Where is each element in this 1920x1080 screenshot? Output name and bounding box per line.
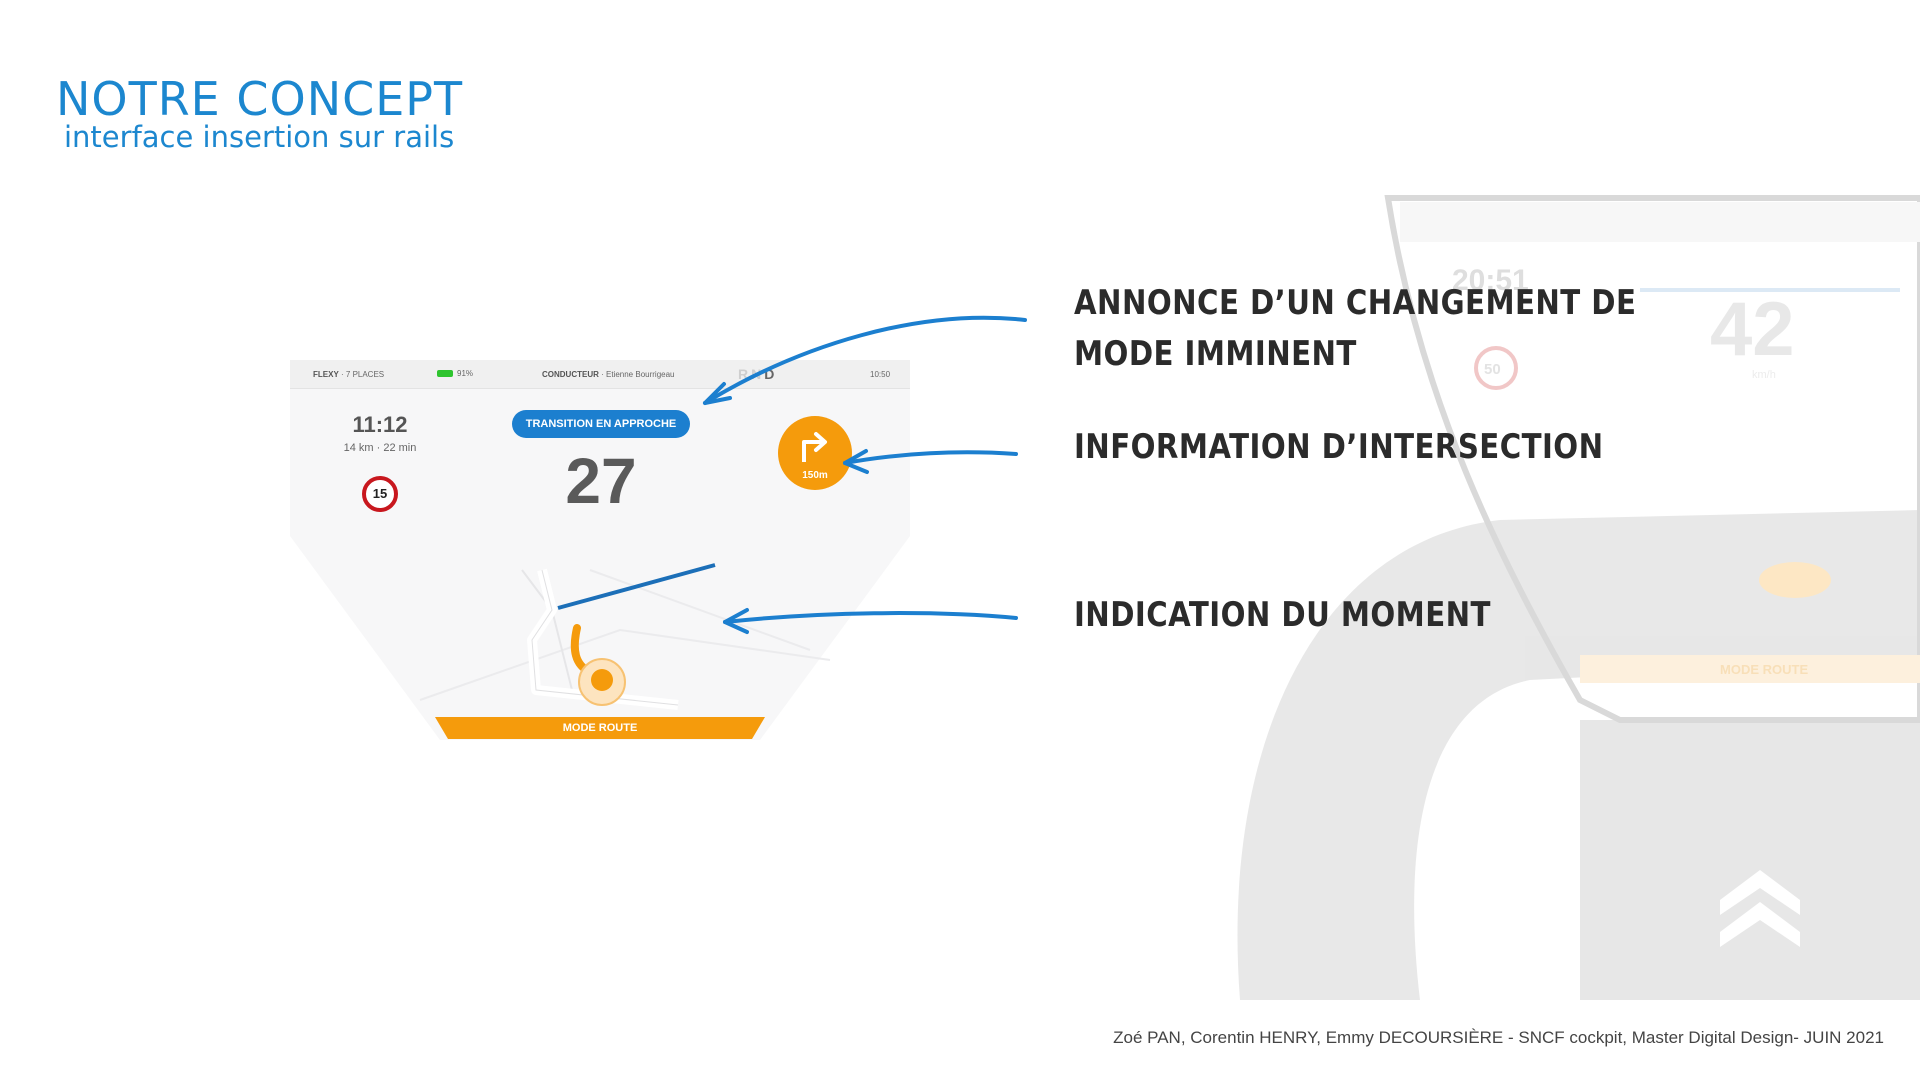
gear-r: R (738, 366, 752, 382)
battery-icon (437, 370, 453, 378)
slide-footer-credits: Zoé PAN, Corentin HENRY, Emmy DECOURSIÈR… (1113, 1028, 1884, 1047)
vehicle-detail: · 7 PLACES (338, 370, 385, 379)
background-speed-limit-value: 50 (1484, 361, 1501, 378)
background-mode-label: MODE ROUTE (1720, 662, 1808, 677)
arrow-mode-change (703, 315, 1027, 405)
gear-d-active: D (764, 366, 778, 382)
dashboard-screen-shape (290, 360, 910, 740)
arrow-moment (723, 611, 1018, 624)
annotation-moment: INDICATION DU MOMENT (1074, 595, 1491, 635)
arrow-intersection (843, 450, 1018, 465)
background-speed-limit-sign (1474, 346, 1518, 390)
background-time: 20:51 (1452, 264, 1529, 297)
route-distance-duration: 14 km · 22 min (343, 442, 417, 454)
dashboard-status-bar: FLEXY · 7 PLACES 91% CONDUCTEUR · Etienn… (290, 360, 910, 389)
driver-name: · Etienne Bourrigeau (598, 370, 675, 379)
driver-label: CONDUCTEUR (542, 370, 599, 379)
mode-route-label: MODE ROUTE (562, 722, 638, 734)
speed-limit-sign: 15 (362, 476, 398, 512)
annotation-mode-change-line2: MODE IMMINENT (1074, 334, 1357, 374)
dashboard-mockup: FLEXY · 7 PLACES 91% CONDUCTEUR · Etienn… (290, 360, 910, 740)
background-mode-bar (1580, 655, 1920, 683)
transition-approach-badge: TRANSITION EN APPROCHE (512, 410, 690, 438)
turn-distance: 150m (802, 470, 828, 481)
vehicle-info: FLEXY · 7 PLACES (313, 370, 384, 379)
slide-title: NOTRE CONCEPT (56, 72, 464, 126)
turn-right-arrow-icon (802, 432, 827, 462)
slide-subtitle: interface insertion sur rails (64, 120, 455, 154)
driver-info: CONDUCTEUR · Etienne Bourrigeau (542, 370, 675, 379)
annotation-intersection: INFORMATION D’INTERSECTION (1074, 427, 1604, 467)
status-clock: 10:50 (870, 370, 891, 379)
intersection-turn-indicator: 150m (778, 416, 852, 490)
rail-moment-indicator (557, 563, 716, 610)
background-speed-unit: km/h (1752, 369, 1776, 381)
battery-status: 91% (437, 369, 473, 378)
vehicle-label: FLEXY (313, 370, 339, 379)
background-cockpit-image: 20:51 42 km/h 50 MODE ROUTE (1237, 195, 1920, 1000)
battery-level: 91% (457, 369, 474, 378)
annotation-mode-change-line1: ANNONCE D’UN CHANGEMENT DE (1074, 283, 1637, 323)
current-speed: 27 (565, 445, 637, 517)
arrival-time: 11:12 (352, 412, 408, 437)
annotation-mode-change: ANNONCE D’UN CHANGEMENT DE MODE IMMINENT (1074, 278, 1636, 380)
background-position-marker (1759, 562, 1831, 598)
background-speed: 42 (1710, 287, 1795, 372)
